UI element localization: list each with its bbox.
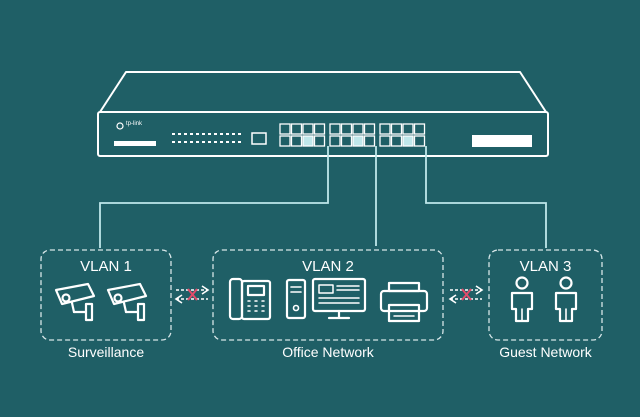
vlan2-box bbox=[212, 249, 444, 341]
ip-phone-icon bbox=[228, 277, 272, 321]
status-led bbox=[226, 133, 229, 135]
ethernet-port bbox=[363, 123, 376, 135]
status-leds bbox=[172, 133, 241, 143]
status-led bbox=[208, 133, 211, 135]
ethernet-port bbox=[352, 135, 364, 147]
uplink-vlan1 bbox=[99, 146, 329, 248]
ethernet-port bbox=[413, 135, 426, 147]
ethernet-port bbox=[402, 135, 414, 147]
status-led bbox=[238, 141, 241, 143]
status-led bbox=[226, 141, 229, 143]
sfp-slot bbox=[472, 135, 532, 147]
ethernet-port bbox=[313, 123, 326, 135]
monitor-icon bbox=[311, 277, 367, 320]
vlan3-box bbox=[488, 249, 603, 341]
ethernet-port bbox=[313, 135, 326, 147]
person-icon bbox=[554, 276, 578, 323]
ethernet-port bbox=[279, 135, 291, 147]
status-led bbox=[220, 133, 223, 135]
blocked-arrows-icon bbox=[174, 285, 210, 304]
status-led bbox=[172, 141, 175, 143]
network-switch bbox=[97, 71, 549, 157]
camera-icon bbox=[106, 282, 148, 322]
ethernet-port bbox=[379, 135, 391, 147]
person-icon bbox=[510, 276, 534, 323]
ethernet-port bbox=[390, 123, 403, 135]
ethernet-port bbox=[329, 135, 341, 147]
ethernet-port bbox=[302, 135, 314, 147]
status-led bbox=[232, 141, 235, 143]
status-led bbox=[202, 133, 205, 135]
ethernet-port bbox=[390, 135, 403, 147]
uplink-vlan3 bbox=[425, 146, 547, 248]
vlan1-title: VLAN 1 bbox=[80, 258, 132, 275]
switch-brand-label: tp-link bbox=[126, 121, 143, 127]
status-led bbox=[202, 141, 205, 143]
status-led bbox=[178, 141, 181, 143]
ethernet-port bbox=[329, 123, 341, 135]
ethernet-port bbox=[340, 123, 353, 135]
status-led bbox=[184, 133, 187, 135]
printer-icon bbox=[379, 281, 429, 323]
status-led bbox=[190, 141, 193, 143]
ethernet-port bbox=[290, 135, 303, 147]
ethernet-port bbox=[352, 123, 364, 135]
status-led bbox=[220, 141, 223, 143]
office-network-label: Office Network bbox=[282, 344, 374, 360]
status-led bbox=[208, 141, 211, 143]
status-led bbox=[238, 133, 241, 135]
vlan3-title: VLAN 3 bbox=[519, 258, 572, 275]
status-led bbox=[214, 141, 217, 143]
camera-icon bbox=[54, 282, 96, 322]
console-port bbox=[251, 132, 267, 145]
ethernet-port bbox=[302, 123, 314, 135]
ethernet-port bbox=[290, 123, 303, 135]
pc-tower-icon bbox=[285, 278, 307, 320]
ethernet-port bbox=[413, 123, 426, 135]
guest-network-label: Guest Network bbox=[499, 344, 592, 360]
blocked-arrows-icon bbox=[448, 285, 484, 304]
ethernet-port bbox=[402, 123, 414, 135]
ethernet-port bbox=[379, 123, 391, 135]
surveillance-label: Surveillance bbox=[67, 344, 145, 360]
status-led bbox=[178, 133, 181, 135]
switch-ports bbox=[279, 123, 426, 147]
ethernet-port bbox=[340, 135, 353, 147]
ethernet-port bbox=[279, 123, 291, 135]
status-led bbox=[232, 133, 235, 135]
status-led bbox=[214, 133, 217, 135]
status-led bbox=[190, 133, 193, 135]
status-led bbox=[184, 141, 187, 143]
ethernet-port bbox=[363, 135, 376, 147]
status-led bbox=[196, 133, 199, 135]
vlan1-box bbox=[40, 249, 172, 341]
status-led bbox=[196, 141, 199, 143]
uplinks bbox=[99, 146, 547, 248]
vlan2-title: VLAN 2 bbox=[302, 258, 354, 275]
status-led bbox=[172, 133, 175, 135]
